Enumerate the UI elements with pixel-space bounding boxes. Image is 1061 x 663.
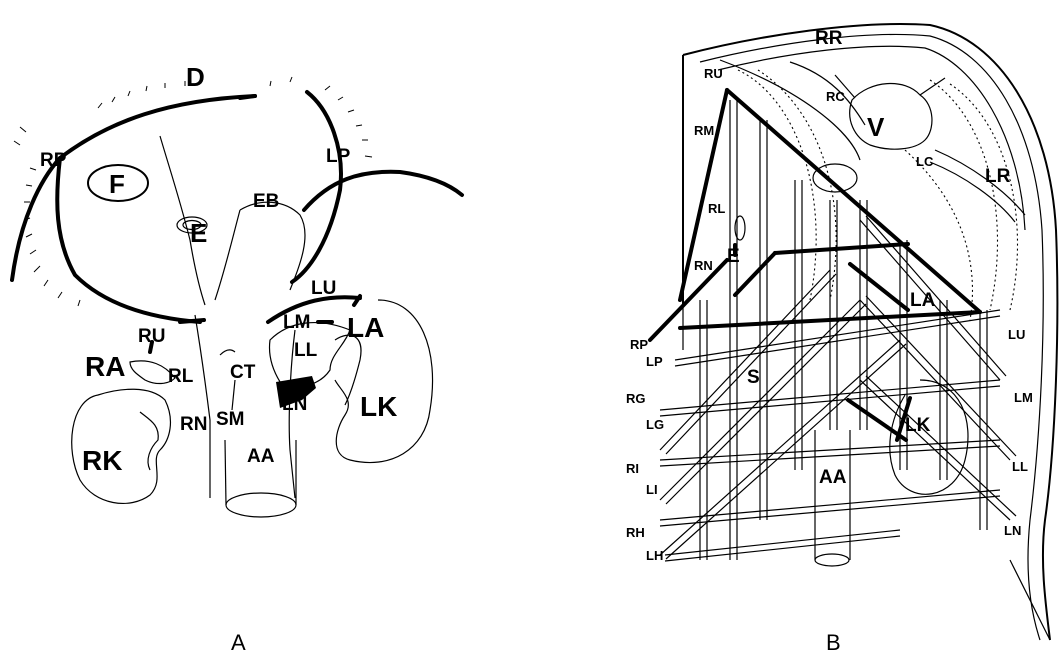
b-label-RI: RI — [626, 461, 639, 476]
b-label-LU: LU — [1008, 327, 1025, 342]
label-SM: SM — [216, 409, 245, 430]
b-label-S: S — [747, 367, 760, 388]
b-label-LR: LR — [985, 166, 1011, 187]
label-RL: RL — [168, 366, 194, 387]
label-RN: RN — [180, 414, 207, 435]
label-D: D — [186, 62, 205, 92]
b-label-LI: LI — [646, 482, 658, 497]
b-label-LK: LK — [905, 415, 931, 436]
b-label-LG: LG — [646, 417, 664, 432]
label-RK: RK — [82, 445, 122, 476]
label-RA: RA — [85, 351, 125, 382]
b-label-E: E — [727, 246, 740, 267]
label-LM: LM — [283, 312, 310, 333]
lymphatic-grid — [660, 100, 1016, 561]
dome-hash-marks — [14, 77, 372, 306]
label-AA: AA — [247, 446, 275, 467]
panel-a: D RP LP F E EB LU LM LA LL RU RA RL CT L… — [12, 62, 462, 655]
b-label-V: V — [867, 112, 885, 142]
b-label-RP: RP — [630, 337, 648, 352]
b-label-RG: RG — [626, 391, 646, 406]
b-label-LM: LM — [1014, 390, 1033, 405]
caption-B: B — [826, 630, 841, 655]
b-label-RH: RH — [626, 525, 645, 540]
b-label-LN: LN — [1004, 523, 1021, 538]
label-LL: LL — [294, 340, 318, 361]
label-EB: EB — [253, 191, 279, 212]
b-label-RL: RL — [708, 201, 725, 216]
b-label-RU: RU — [704, 66, 723, 81]
label-CT: CT — [230, 362, 256, 383]
label-RU: RU — [138, 326, 165, 347]
b-label-LC: LC — [916, 154, 934, 169]
b-label-RM: RM — [694, 123, 714, 138]
b-label-RR: RR — [815, 28, 843, 49]
label-LA: LA — [347, 312, 384, 343]
label-LU: LU — [311, 278, 336, 299]
panel-a-labels: D RP LP F E EB LU LM LA LL RU RA RL CT L… — [40, 62, 397, 476]
b-label-LL: LL — [1012, 459, 1028, 474]
b-label-LP: LP — [646, 354, 663, 369]
b-label-LH: LH — [646, 548, 663, 563]
b-label-LA: LA — [910, 290, 936, 311]
b-label-AA: AA — [819, 467, 847, 488]
label-E: E — [190, 218, 207, 248]
label-LN: LN — [282, 394, 307, 415]
b-label-RC: RC — [826, 89, 845, 104]
caption-A: A — [231, 630, 246, 655]
label-LK: LK — [360, 391, 397, 422]
label-RP: RP — [40, 150, 67, 171]
label-LP: LP — [326, 146, 351, 167]
panel-b: RR RU RC V RM LC LR RL E RN LA RP LU LP … — [626, 24, 1057, 655]
b-label-RN: RN — [694, 258, 713, 273]
label-F: F — [109, 169, 125, 199]
